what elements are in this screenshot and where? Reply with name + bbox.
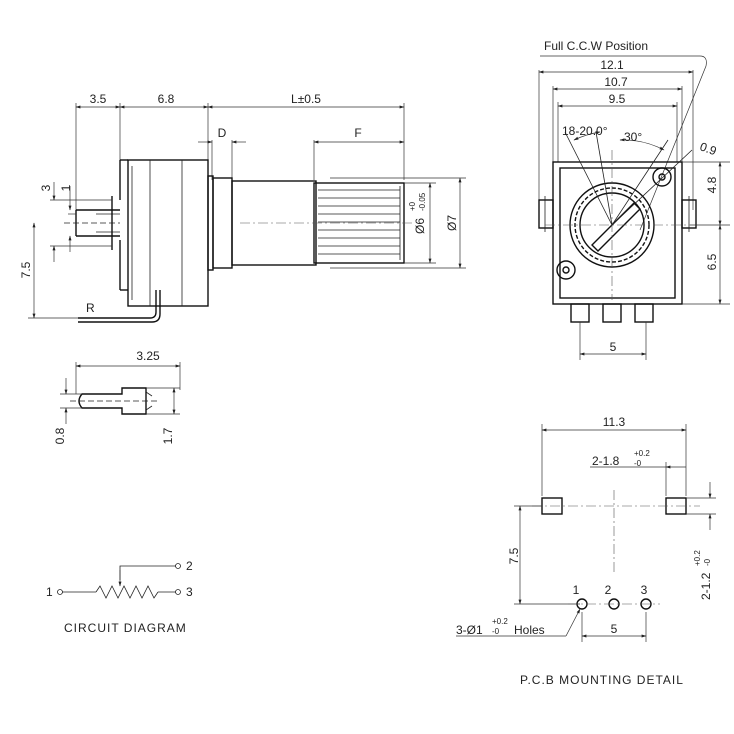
dim-dia7: Ø7: [445, 215, 459, 231]
dim-6-8: 6.8: [158, 92, 175, 106]
dim-0-8: 0.8: [53, 427, 67, 444]
pcb-title: P.C.B MOUNTING DETAIL: [520, 673, 684, 687]
dim-11-3: 11.3: [603, 415, 626, 429]
shaft-slot: [591, 202, 641, 252]
dim-dia6: Ø6: [413, 218, 427, 234]
dim-5-pcb: 5: [611, 622, 618, 636]
terminal-detail: 3.25 0.8 1.7: [53, 349, 181, 444]
full-ccw-label: Full C.C.W Position: [544, 39, 648, 53]
dim-3-5: 3.5: [90, 92, 107, 106]
bushing: [212, 177, 233, 269]
dim-D: D: [218, 126, 227, 140]
pin-1-label: 1: [46, 585, 53, 599]
dim-F: F: [354, 126, 361, 140]
pcb-mounting-detail: 11.3 2-1.8 +0.2 -0 2-1.2 +0.2 -0 7.5 1 2…: [456, 415, 716, 687]
pcb-pin-2: 2: [605, 583, 612, 597]
dim-slot-width-tol-up: +0.2: [634, 449, 650, 458]
dim-slot-height-tol-up: +0.2: [693, 550, 702, 566]
pcb-holes-tol-dn: -0: [492, 627, 500, 636]
dim-1-7: 1.7: [161, 427, 175, 444]
pcb-holes-tol-up: +0.2: [492, 617, 508, 626]
dim-4-8: 4.8: [705, 176, 719, 193]
front-view: Full C.C.W Position 12.1 10.7 9.5: [538, 39, 730, 360]
dim-slot-width-tol-dn: -0: [634, 459, 642, 468]
circuit-diagram: 1 3 2 CIRCUIT DIAGRAM: [46, 559, 193, 635]
dim-6-5: 6.5: [705, 253, 719, 270]
circuit-title: CIRCUIT DIAGRAM: [64, 621, 187, 635]
dim-dia6-tol-up: +0: [408, 201, 417, 211]
dim-dia6-tol-dn: -0.05: [418, 192, 427, 211]
dim-9-5: 9.5: [609, 92, 626, 106]
dim-slot-height: 2-1.2: [699, 572, 713, 600]
dim-angle-30: 30°: [624, 130, 642, 144]
dim-7-5: 7.5: [19, 261, 33, 278]
dim-angle-18-20: 18-20.0°: [562, 124, 608, 138]
pcb-holes-label: 3-Ø1: [456, 623, 483, 637]
pcb-pin-3: 3: [641, 583, 648, 597]
dim-1: 1: [59, 184, 73, 191]
dim-3-25: 3.25: [136, 349, 160, 363]
pin-2-label: 2: [186, 559, 193, 573]
dim-L: L±0.5: [291, 92, 321, 106]
pot-body: [127, 159, 209, 307]
pin-3-label: 3: [186, 585, 193, 599]
dim-slot-width: 2-1.8: [592, 454, 620, 468]
side-view: 3.5 6.8 L±0.5 D F: [19, 92, 466, 323]
dim-R: R: [86, 301, 95, 315]
dim-slot-height-tol-dn: -0: [703, 558, 712, 566]
pcb-holes-suffix: Holes: [514, 623, 545, 637]
dim-7-5-pcb: 7.5: [507, 547, 521, 564]
pcb-pin-1: 1: [573, 583, 580, 597]
dim-0-9: 0.9: [698, 139, 719, 158]
dim-10-7: 10.7: [604, 75, 628, 89]
dim-5-front: 5: [610, 340, 617, 354]
dim-12-1: 12.1: [600, 58, 624, 72]
dim-3: 3: [39, 184, 53, 191]
resistor-symbol: [95, 585, 159, 599]
